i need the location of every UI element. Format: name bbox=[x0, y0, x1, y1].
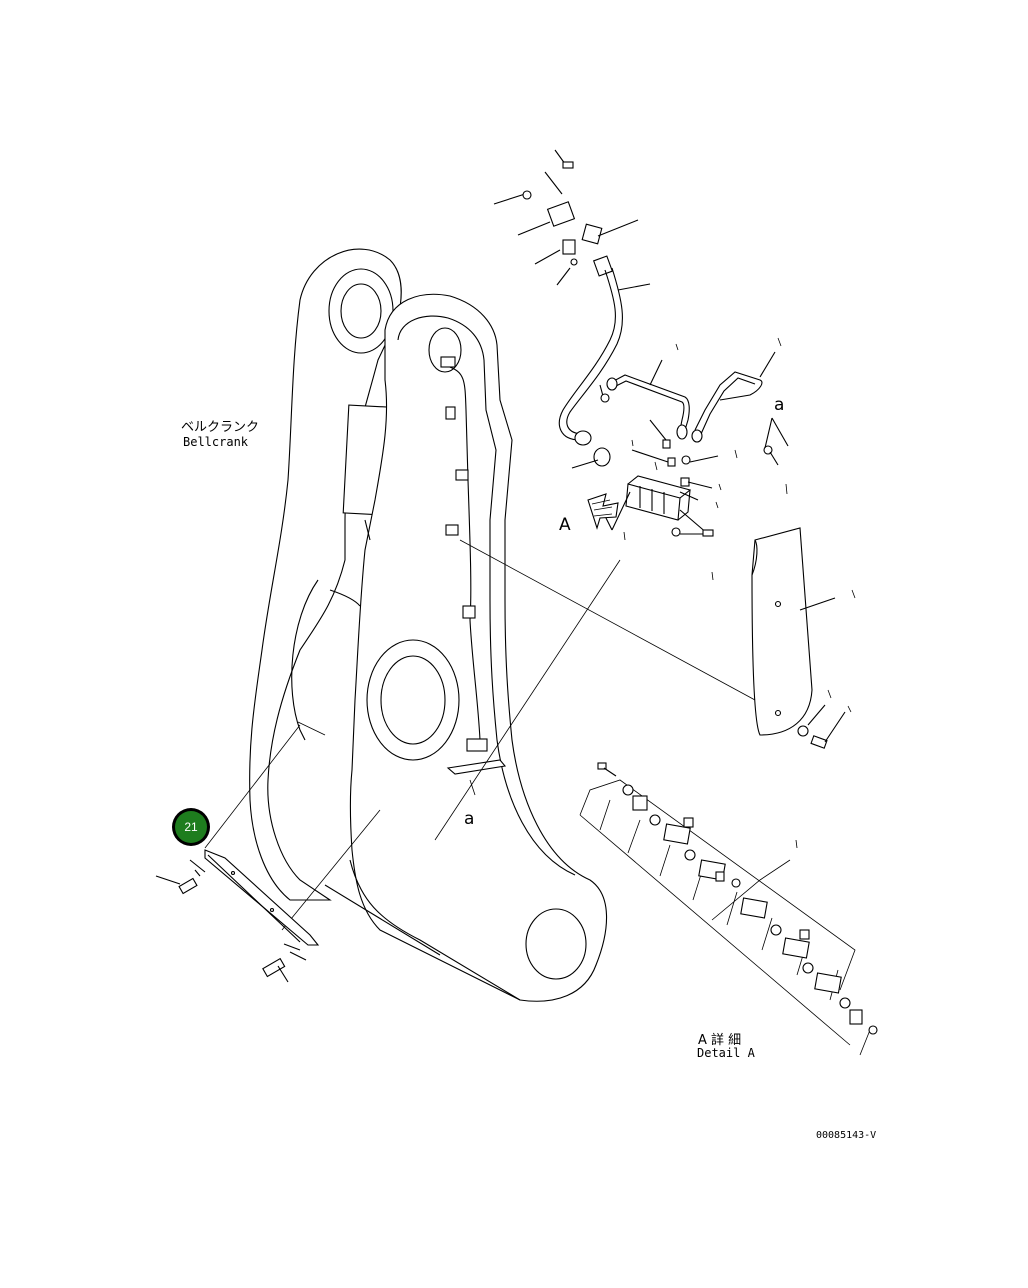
view-arrow-a bbox=[587, 493, 619, 530]
view-marker: A bbox=[559, 515, 571, 535]
callout-21-label: 21 bbox=[184, 820, 198, 834]
leader-lines bbox=[204, 539, 791, 931]
callout-ticks bbox=[623, 337, 856, 849]
detail-a-group bbox=[579, 762, 878, 1056]
ref-a-top: a bbox=[774, 395, 784, 415]
valve-block bbox=[602, 475, 692, 531]
bellcrank-rear-plate bbox=[249, 248, 402, 901]
valve-piping bbox=[571, 351, 789, 537]
badge-fill bbox=[175, 811, 207, 843]
lower-cover bbox=[155, 849, 320, 983]
top-fitting-group bbox=[493, 149, 651, 446]
wire-harness bbox=[440, 356, 507, 775]
part-label-en: Bellcrank bbox=[183, 435, 249, 449]
detail-label-jp: A 詳 細 bbox=[698, 1032, 741, 1048]
drawing-number: 00085143-V bbox=[816, 1130, 876, 1141]
part-label-jp: ベルクランク bbox=[181, 420, 259, 435]
detail-label-en: Detail A bbox=[697, 1046, 756, 1060]
callout-21-badge[interactable]: 21 bbox=[172, 808, 210, 846]
cover-plate bbox=[751, 527, 846, 749]
bellcrank-front-plate bbox=[324, 293, 608, 1002]
ref-a-bottom: a bbox=[464, 809, 474, 829]
